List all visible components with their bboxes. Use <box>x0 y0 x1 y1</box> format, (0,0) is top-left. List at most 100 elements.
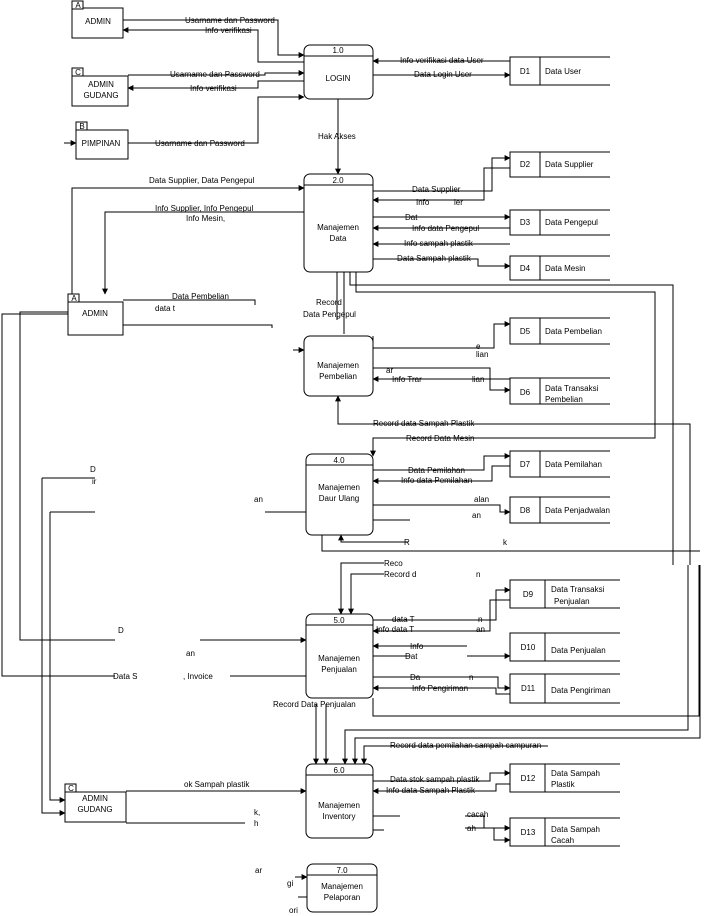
datastore-id: D10 <box>521 643 536 652</box>
process-number: 5.0 <box>333 616 345 625</box>
process-label: LOGIN <box>326 74 351 83</box>
flow-line-record-mesin <box>355 272 656 457</box>
datastore-id: D2 <box>520 160 531 169</box>
flow-label: Record data pemilahan sampah campuran <box>390 741 541 750</box>
flow-label: alan <box>474 495 489 504</box>
flow-label: ah <box>467 824 476 833</box>
entity-admin-gudang-top: C ADMIN GUDANG <box>71 67 129 107</box>
flow-label: data T <box>392 615 415 624</box>
flow-label: an <box>186 649 195 658</box>
flow-label: Data Sampah plastik <box>397 254 472 263</box>
datastore-d10: D10 Data Penjualan <box>509 632 620 662</box>
datastore-label-line1: Data Sampah <box>551 769 600 778</box>
flow-line-gudang-loop2 <box>49 512 66 803</box>
flow-label: lian <box>472 375 484 384</box>
process-manajemen-data: 2.0 Manajemen Data <box>303 173 374 273</box>
process-label-line2: Inventory <box>323 812 356 821</box>
flow-label: Info Pengiriman <box>412 684 468 693</box>
flow-line-d8-in <box>373 504 511 515</box>
process-label-line2: Data <box>330 234 347 243</box>
flow-label: Da <box>410 673 421 682</box>
flow-label: n <box>478 615 482 624</box>
datastore-d4: D4 Data Mesin <box>509 255 610 281</box>
flow-line-gudang-verif <box>127 80 304 91</box>
flow-label: Info verifikasi <box>205 26 252 35</box>
flow-label: D <box>90 465 96 474</box>
flow-label: Record d <box>384 570 416 579</box>
process-manajemen-penjualan: 5.0 Manajemen Penjualan <box>305 613 374 699</box>
entity-code: A <box>71 294 77 303</box>
flow-line-d2-in <box>373 155 511 192</box>
flow-label: k, <box>254 808 260 817</box>
flow-line-admin-verif <box>122 27 304 63</box>
datastore-d11: D11 Data Pengiriman <box>509 673 620 704</box>
flow-label: Data Login User <box>414 70 472 79</box>
datastore-label: Data Pembelian <box>545 327 602 336</box>
flow-line-d2-out <box>372 167 510 203</box>
flow-label: lian <box>476 350 488 359</box>
flow-line-d12-in <box>373 770 511 782</box>
process-label-line1: Manajemen <box>318 801 360 810</box>
datastore-id: D5 <box>520 327 531 336</box>
flow-label: Data Pembelian <box>172 292 229 301</box>
datastore-label: Data Pengiriman <box>551 686 611 695</box>
flow-line-far-right1 <box>342 565 689 765</box>
flow-label: Info data T <box>376 625 414 634</box>
process-label-line1: Manajemen <box>318 654 360 663</box>
process-label-line1: Manajemen <box>318 483 360 492</box>
flow-line-d4-in <box>373 258 511 269</box>
datastore-d13: D13 Data Sampah Cacah <box>509 817 620 847</box>
flow-label: e <box>476 342 481 351</box>
flow-line-admin-data <box>71 185 305 295</box>
flow-label: data t <box>155 304 176 313</box>
datastore-id: D12 <box>521 774 536 783</box>
flow-line-record-sampah-pembelian <box>335 395 691 565</box>
entity-code: A <box>75 1 81 10</box>
flow-line-far-right2 <box>352 565 701 765</box>
entity-label-line1: ADMIN <box>82 794 108 803</box>
flow-label: an <box>472 511 481 520</box>
datastore-d6: D6 Data Transaksi Pembelian <box>509 377 610 405</box>
entity-label: ADMIN <box>85 17 111 26</box>
entity-label-line2: GUDANG <box>83 91 118 100</box>
process-label-line2: Penjualan <box>321 665 357 674</box>
datastore-d7: D7 Data Pemilahan <box>509 450 610 478</box>
flow-label: Info verifikasi <box>190 84 237 93</box>
flow-label: ar <box>386 366 393 375</box>
datastore-label: Data Pemilahan <box>545 460 602 469</box>
datastore-label: Data Supplier <box>545 160 594 169</box>
flow-label: D <box>118 626 124 635</box>
flow-label: R <box>404 538 410 547</box>
datastore-d1: D1 Data User <box>509 56 610 86</box>
flow-label: an <box>254 495 263 504</box>
connector-lines <box>1 19 701 898</box>
datastore-label-line2: Pembelian <box>545 395 583 404</box>
flow-line-d13-in2 <box>465 827 511 843</box>
datastore-label: Data Mesin <box>545 264 585 273</box>
datastore-label: Data Penjadwalan <box>545 506 610 515</box>
flow-label: Record Data Mesin <box>406 434 474 443</box>
process-label-line1: Manajemen <box>317 361 359 370</box>
flow-line-admin-pembelian <box>123 299 256 305</box>
datastore-label-line2: Plastik <box>551 780 576 789</box>
flow-line-admin-username <box>123 19 305 58</box>
process-label-line1: Manajemen <box>321 882 363 891</box>
flow-label: Reco <box>384 559 403 568</box>
process-label-line2: Pembelian <box>319 372 357 381</box>
process-manajemen-inventory: 6.0 Manajemen Inventory <box>305 763 374 839</box>
datastore-d9: D9 Data Transaksi Penjualan <box>509 579 620 609</box>
flow-line-admin-pembelian2 <box>123 324 273 328</box>
datastore-d2: D2 Data Supplier <box>509 151 610 178</box>
flow-label: Data Pengepul <box>303 310 356 319</box>
flow-line-admin-loop2 <box>1 313 115 677</box>
datastore-label-line2: Cacah <box>551 836 574 845</box>
flow-label: n <box>476 570 480 579</box>
flow-label: Data Supplier <box>412 185 461 194</box>
flow-label: k <box>503 538 508 547</box>
flow-label: Dat <box>405 652 418 661</box>
flow-line-d11-out <box>372 685 510 695</box>
process-label-line1: Manajemen <box>317 223 359 232</box>
process-manajemen-pelaporan: 7.0 Manajemen Pelaporan <box>306 863 378 913</box>
flow-label: Info data Pengepul <box>412 224 479 233</box>
